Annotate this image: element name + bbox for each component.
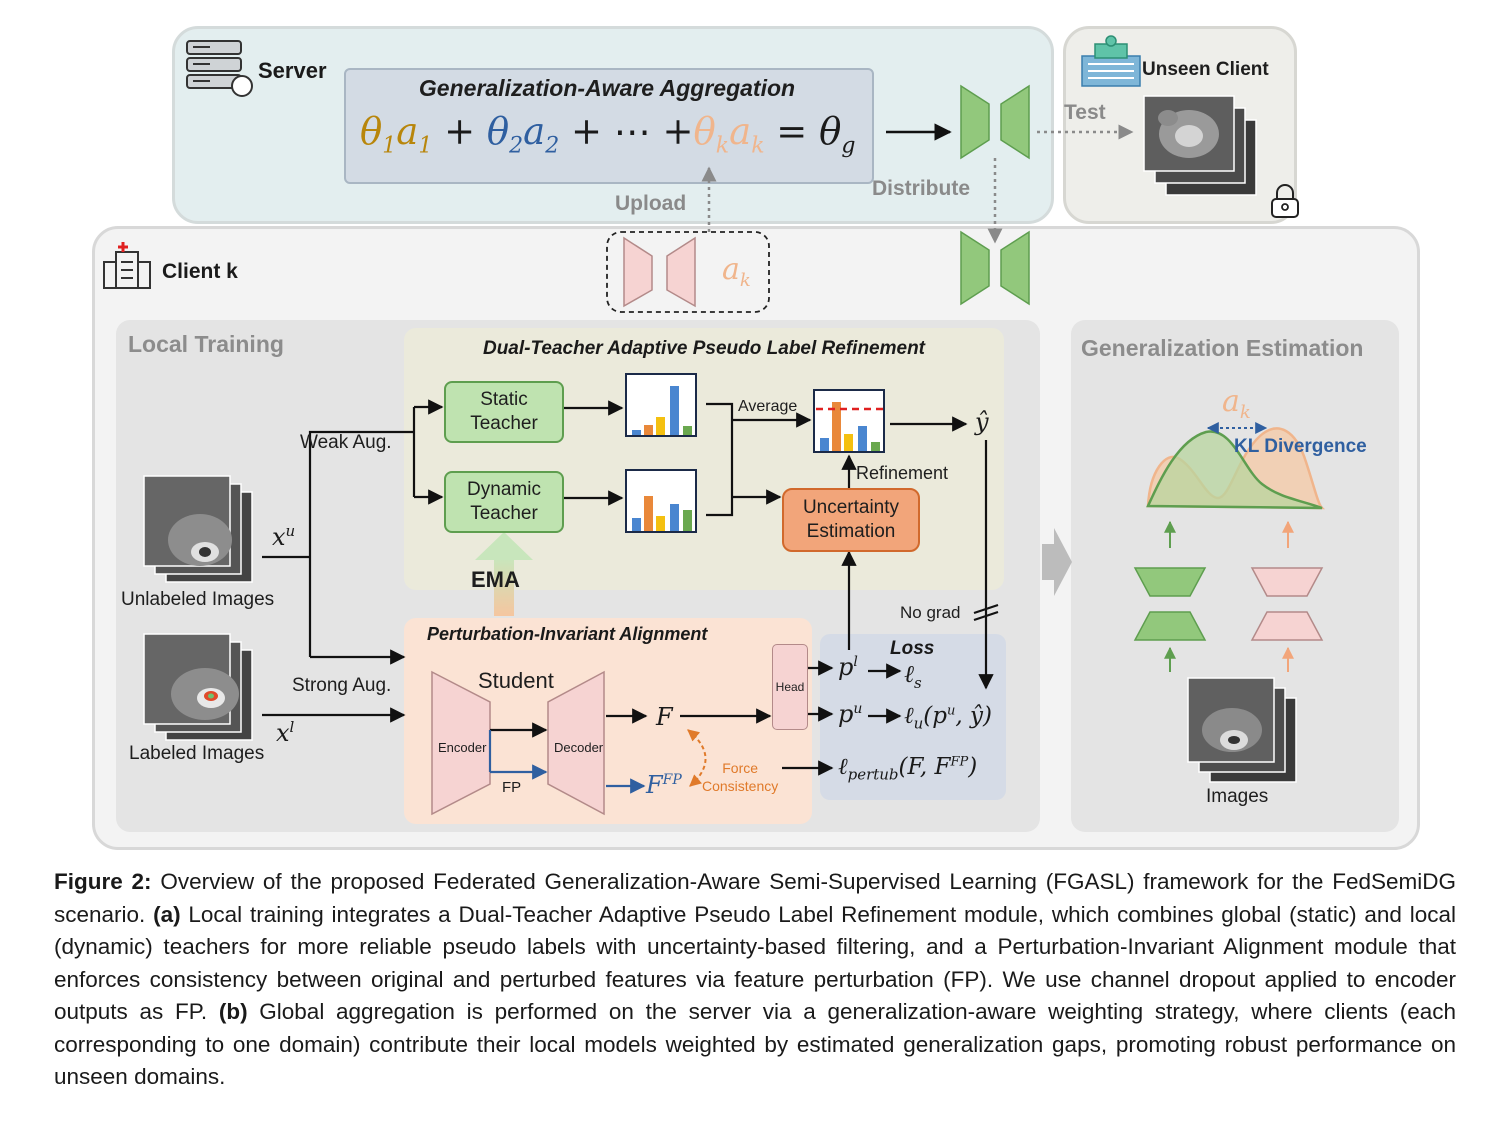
decoder-label: Decoder xyxy=(554,740,604,755)
gen-pink-decoder xyxy=(1250,567,1324,597)
lu-term: ℓu(pu, ŷ) xyxy=(904,703,992,733)
fp-label: FP xyxy=(502,779,522,796)
images-label: Images xyxy=(1206,786,1269,807)
local-model-left xyxy=(960,230,990,306)
dual-teacher-title: Dual-Teacher Adaptive Pseudo Label Refin… xyxy=(482,338,926,359)
ema-label: EMA xyxy=(471,567,520,592)
caption-intro: Overview of the proposed Federated Gener… xyxy=(54,869,1457,927)
feature-F: F xyxy=(656,703,673,731)
caption-b-tag: (b) xyxy=(218,999,248,1024)
kl-divergence-label: KL Divergence xyxy=(1234,436,1367,457)
dynamic-teacher-box: Dynamic Teacher xyxy=(444,471,564,533)
generalization-title: Generalization Estimation xyxy=(1081,335,1364,361)
xl-symbol: xl xyxy=(276,718,295,747)
decoder-shape xyxy=(547,670,605,816)
local-training-title: Local Training xyxy=(128,331,284,357)
force-line1: Force xyxy=(722,760,759,776)
no-grad-label: No grad xyxy=(900,603,961,622)
hospital-icon xyxy=(103,242,151,289)
unseen-client-title: Unseen Client xyxy=(1142,59,1269,80)
global-model-icon xyxy=(960,84,1030,160)
server-title: Server xyxy=(258,58,327,83)
encoder-shape xyxy=(431,670,491,816)
feature-Ffp: FFP xyxy=(646,771,682,799)
ls-symbol: ℓs xyxy=(904,660,922,692)
refinement-label: Refinement xyxy=(856,463,949,483)
static-teacher-line1: Static xyxy=(480,389,528,410)
labeled-images xyxy=(143,633,253,741)
static-teacher-box: Static Teacher xyxy=(444,381,564,443)
loss-panel xyxy=(820,634,1006,800)
uncertainty-line2: Estimation xyxy=(806,521,896,542)
yhat-symbol: ŷ xyxy=(975,408,989,436)
averaged-prediction-chart xyxy=(813,389,885,453)
local-model-right xyxy=(1000,230,1030,306)
figure-caption: Figure 2: Overview of the proposed Feder… xyxy=(54,866,1456,1094)
upload-label: Upload xyxy=(615,192,687,215)
perturbation-title: Perturbation-Invariant Alignment xyxy=(427,624,708,644)
force-consistency-label: Force Consistency xyxy=(702,759,778,795)
upload-weight-symbol: ak xyxy=(722,252,751,291)
average-label: Average xyxy=(738,398,798,415)
head-box: Head xyxy=(772,644,808,730)
client-title: Client k xyxy=(162,260,238,283)
distribute-label: Distribute xyxy=(872,177,971,200)
static-teacher-line2: Teacher xyxy=(470,413,538,434)
caption-b-text: Global aggregation is performed on the s… xyxy=(54,999,1456,1089)
static-teacher-prediction-chart xyxy=(625,373,697,437)
unseen-scan-images xyxy=(1143,95,1257,196)
gen-green-encoder xyxy=(1133,611,1207,641)
strong-aug-label: Strong Aug. xyxy=(292,675,392,696)
weak-aug-label: Weak Aug. xyxy=(300,432,392,453)
force-line2: Consistency xyxy=(702,778,779,794)
encoder-label: Encoder xyxy=(438,740,487,755)
caption-a-tag: (a) xyxy=(153,901,181,927)
uncertainty-estimation-box: Uncertainty Estimation xyxy=(782,488,920,552)
gen-pink-encoder xyxy=(1250,611,1324,641)
dynamic-teacher-line2: Teacher xyxy=(470,503,538,524)
caption-a-text: Local training integrates a Dual-Teacher… xyxy=(54,901,1456,1025)
generalization-images xyxy=(1187,677,1297,783)
student-label: Student xyxy=(478,668,554,693)
upload-model-box xyxy=(606,231,770,313)
unlabeled-images-label: Unlabeled Images xyxy=(121,589,275,610)
clinic-icon xyxy=(1081,35,1141,87)
test-label: Test xyxy=(1064,101,1106,124)
unlabeled-images xyxy=(143,475,253,583)
aggregation-formula: θ1a1 + θ2a2 + ⋯ +θkak = θg xyxy=(360,110,856,159)
uncertainty-line1: Uncertainty xyxy=(802,497,900,518)
labeled-images-label: Labeled Images xyxy=(129,743,265,764)
server-icon xyxy=(186,40,253,97)
pu-symbol: pu xyxy=(838,700,863,728)
gen-ak-symbol: ak xyxy=(1222,384,1251,423)
pl-symbol: pl xyxy=(838,653,858,681)
caption-figure-number: Figure 2: xyxy=(54,869,152,894)
lpertub-term: ℓpertub(F, FFP) xyxy=(838,754,978,784)
aggregation-box xyxy=(344,68,874,184)
aggregation-title: Generalization-Aware Aggregation xyxy=(418,75,796,101)
loss-title: Loss xyxy=(890,638,935,659)
transition-arrow xyxy=(1042,528,1072,596)
xu-symbol: xu xyxy=(272,522,296,551)
gen-green-decoder xyxy=(1133,567,1207,597)
dynamic-teacher-prediction-chart xyxy=(625,469,697,533)
lock-icon xyxy=(1271,184,1299,218)
dynamic-teacher-line1: Dynamic xyxy=(467,479,541,500)
distribution-curves xyxy=(1146,422,1326,510)
ema-arrow xyxy=(475,532,533,616)
